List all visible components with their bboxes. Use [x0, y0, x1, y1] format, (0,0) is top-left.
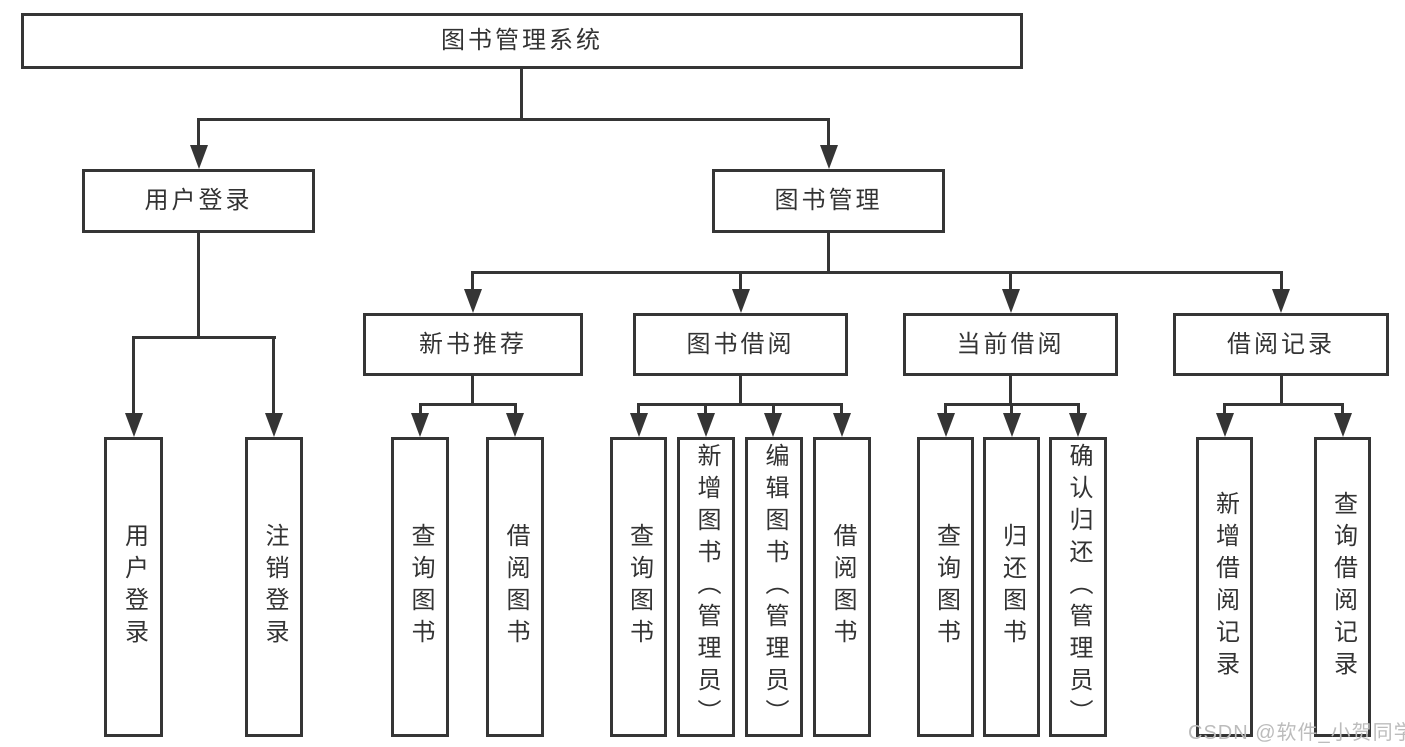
connector-line [1009, 376, 1012, 406]
arrowhead-down-icon [464, 289, 482, 313]
connector-line [1280, 271, 1283, 293]
arrowhead-down-icon [1334, 413, 1352, 437]
connector-line [471, 271, 1283, 274]
connector-line [637, 403, 843, 406]
connector-line [704, 403, 707, 417]
arrowhead-down-icon [764, 413, 782, 437]
arrowhead-down-icon [1069, 413, 1087, 437]
connector-line [1010, 403, 1013, 417]
node-label: 图书借阅 [686, 330, 795, 358]
leaf-label: 编辑图书（管理员） [761, 443, 788, 731]
connector-line [132, 336, 276, 339]
leaf-confirm-return-admin: 确认归还（管理员） [1049, 437, 1107, 737]
node-user-login-branch: 用户登录 [82, 169, 315, 233]
arrowhead-down-icon [1216, 413, 1234, 437]
leaf-label: 确认归还（管理员） [1065, 443, 1092, 731]
connector-line [520, 69, 523, 121]
connector-line [1280, 376, 1283, 406]
connector-line [637, 403, 640, 417]
arrowhead-down-icon [697, 413, 715, 437]
connector-line [827, 233, 830, 274]
leaf-borrow-books: 借阅图书 [813, 437, 871, 737]
leaf-label: 归还图书 [998, 523, 1026, 651]
leaf-label: 借阅图书 [829, 523, 856, 651]
connector-line [1009, 271, 1012, 293]
node-book-borrowing: 图书借阅 [633, 313, 848, 376]
arrowhead-down-icon [833, 413, 851, 437]
arrowhead-down-icon [630, 413, 648, 437]
arrowhead-down-icon [190, 145, 208, 169]
leaf-label: 查询图书 [932, 523, 960, 651]
connector-line [1077, 403, 1080, 417]
connector-line [772, 403, 775, 417]
leaf-borrow-books-recommendation: 借阅图书 [486, 437, 544, 737]
connector-line [471, 376, 474, 406]
leaf-add-books-admin: 新增图书（管理员） [677, 437, 735, 737]
connector-line [132, 336, 135, 417]
leaf-label: 查询借阅记录 [1329, 491, 1357, 683]
connector-line [197, 118, 830, 121]
arrowhead-down-icon [411, 413, 429, 437]
connector-line [471, 271, 474, 293]
node-label: 借阅记录 [1227, 330, 1335, 358]
node-label: 当前借阅 [956, 330, 1065, 358]
leaf-label: 用户登录 [120, 523, 148, 651]
connector-line [419, 403, 517, 406]
node-label: 新书推荐 [419, 330, 527, 358]
connector-line [514, 403, 517, 417]
connector-line [197, 118, 200, 150]
arrowhead-down-icon [1002, 289, 1020, 313]
arrowhead-down-icon [820, 145, 838, 169]
node-label: 用户登录 [144, 187, 253, 214]
leaf-label: 查询图书 [625, 523, 653, 651]
arrowhead-down-icon [265, 413, 283, 437]
arrowhead-down-icon [1003, 413, 1021, 437]
connector-line [197, 233, 200, 339]
leaf-logout: 注销登录 [245, 437, 303, 737]
leaf-edit-books-admin: 编辑图书（管理员） [745, 437, 803, 737]
node-new-book-recommendation: 新书推荐 [363, 313, 583, 376]
arrowhead-down-icon [125, 413, 143, 437]
leaf-user-login: 用户登录 [104, 437, 163, 737]
leaf-add-borrow-record: 新增借阅记录 [1196, 437, 1253, 737]
node-book-management-branch: 图书管理 [712, 169, 945, 233]
leaf-query-books-recommendation: 查询图书 [391, 437, 449, 737]
node-borrowing-records: 借阅记录 [1173, 313, 1389, 376]
connector-line [1223, 403, 1344, 406]
connector-line [827, 118, 830, 150]
leaf-query-borrow-record: 查询借阅记录 [1314, 437, 1371, 737]
arrowhead-down-icon [732, 289, 750, 313]
arrowhead-down-icon [1272, 289, 1290, 313]
csdn-watermark: CSDN @软件_小贺同学 [1188, 722, 1405, 744]
connector-line [1341, 403, 1344, 417]
connector-line [944, 403, 947, 417]
connector-line [272, 336, 275, 417]
connector-line [739, 376, 742, 406]
arrowhead-down-icon [937, 413, 955, 437]
leaf-label: 注销登录 [261, 523, 288, 651]
connector-line [419, 403, 422, 417]
leaf-query-books-borrowing: 查询图书 [610, 437, 667, 737]
leaf-return-books: 归还图书 [983, 437, 1040, 737]
node-label: 图书管理系统 [441, 27, 603, 54]
leaf-label: 查询图书 [407, 523, 434, 651]
leaf-label: 新增借阅记录 [1211, 491, 1239, 683]
node-library-management-system: 图书管理系统 [21, 13, 1023, 69]
connector-line [1223, 403, 1226, 417]
leaf-label: 借阅图书 [502, 523, 529, 651]
node-current-borrowing: 当前借阅 [903, 313, 1118, 376]
arrowhead-down-icon [506, 413, 524, 437]
connector-line [840, 403, 843, 417]
leaf-label: 新增图书（管理员） [693, 443, 720, 731]
node-label: 图书管理 [774, 187, 883, 214]
leaf-query-books-current: 查询图书 [917, 437, 974, 737]
connector-line [739, 271, 742, 293]
